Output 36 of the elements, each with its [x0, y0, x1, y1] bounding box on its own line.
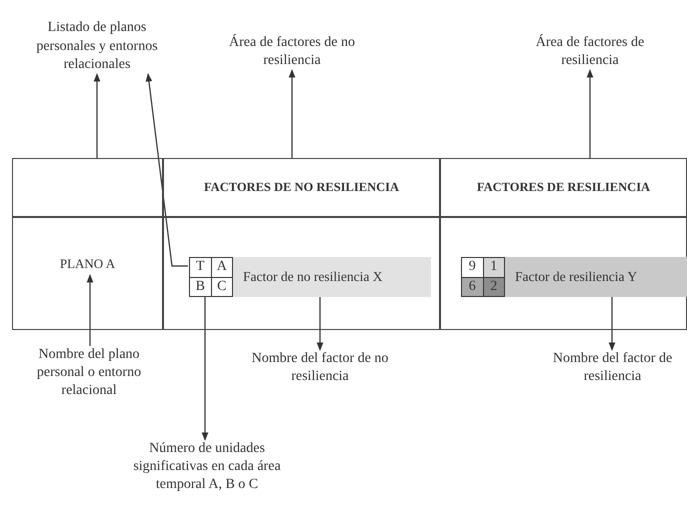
table-cell — [440, 217, 687, 330]
header-cell — [163, 158, 440, 217]
grid-cell: 6 — [462, 278, 482, 296]
annotation-text: Área de factores de resiliencia — [510, 20, 670, 70]
annotation-text: Nombre del factor de no resiliencia — [240, 350, 400, 394]
unit-count-grid — [461, 257, 505, 297]
annotation-text: Número de unidades significativas en cada área temporal A, B o C — [122, 440, 292, 506]
annotation-text: Nombre del factor de resiliencia — [535, 350, 687, 394]
annotation-text: Listado de planos personales y entornos relacionales — [22, 4, 172, 74]
column-heading: FACTORES DE RESILIENCIA — [476, 180, 650, 195]
leader-arrow — [316, 296, 324, 351]
column-heading: FACTORES DE NO RESILIENCIA — [204, 180, 400, 195]
leader-arrow — [146, 73, 188, 267]
table-cell — [163, 217, 440, 330]
grid-cell: 2 — [484, 278, 504, 296]
annotation-text: Área de factores de no resiliencia — [212, 20, 372, 70]
factor-bar: Factor de no resiliencia X — [233, 257, 431, 297]
grid-cell: 9 — [462, 258, 482, 276]
table-cell — [12, 158, 163, 217]
grid-cell: T — [190, 258, 210, 276]
grid-cell: C — [212, 278, 232, 296]
leader-arrow — [202, 296, 208, 441]
table-cell — [12, 217, 163, 330]
factor-bar: Factor de resiliencia Y — [505, 257, 687, 297]
annotation-text: Nombre del plano personal o entorno relacional — [14, 346, 164, 408]
leader-arrow — [86, 274, 94, 346]
leader-arrow — [288, 69, 296, 158]
grid-cell: B — [190, 278, 210, 296]
grid-cell: A — [212, 258, 232, 276]
header-cell — [440, 158, 687, 217]
leader-arrow — [586, 69, 594, 158]
leader-arrow — [608, 296, 616, 351]
leader-arrow — [94, 73, 100, 158]
grid-cell: 1 — [484, 258, 504, 276]
plane-name: PLANO A — [58, 256, 116, 272]
unit-count-grid — [189, 257, 233, 297]
